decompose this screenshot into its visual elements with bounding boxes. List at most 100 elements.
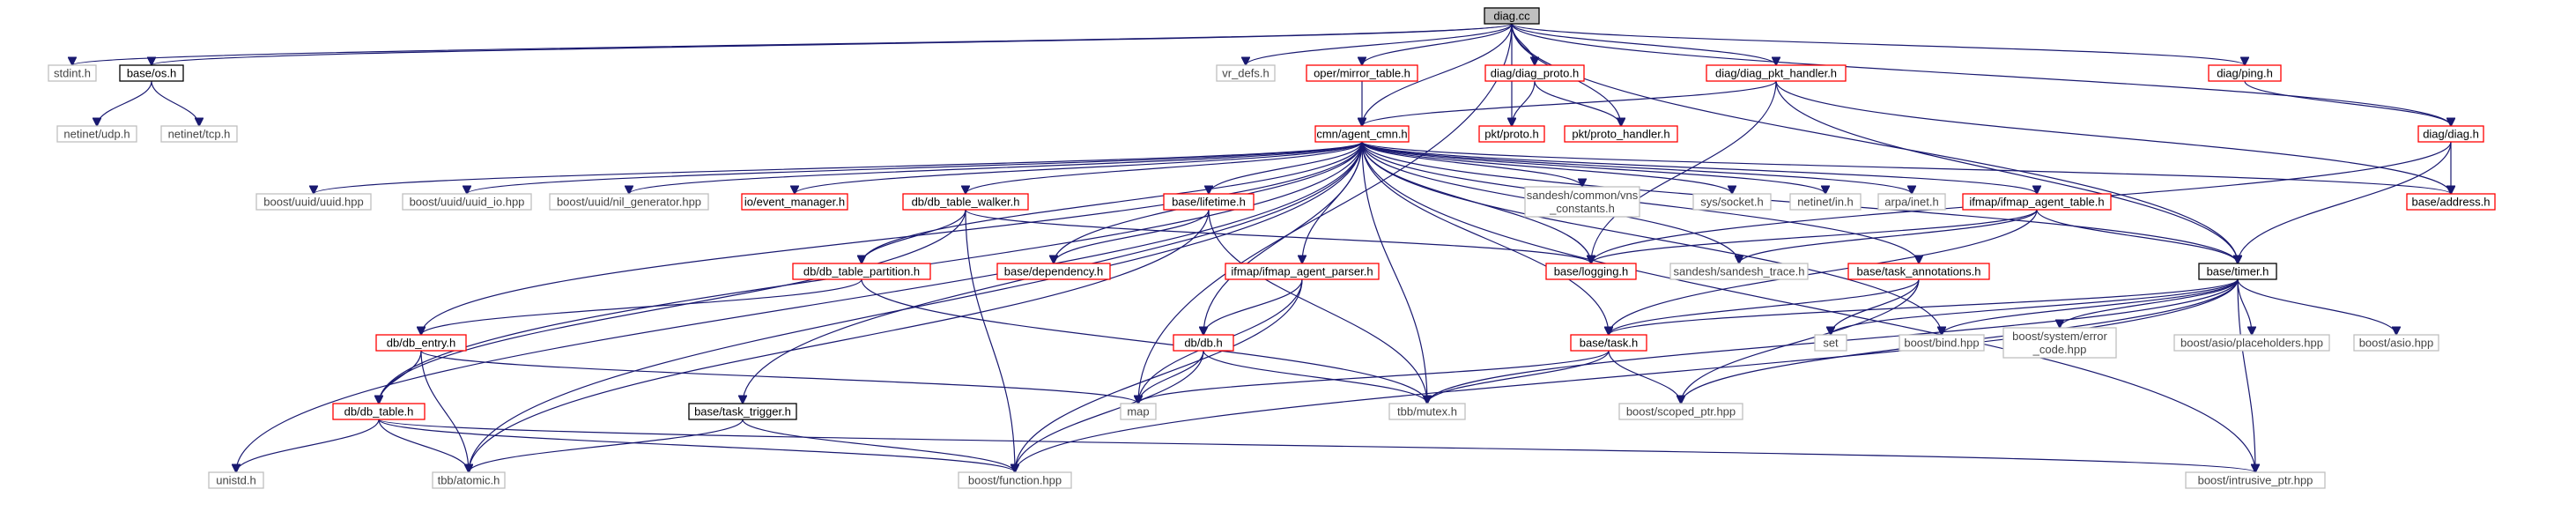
node-db-table-walker[interactable]: db/db_table_walker.h: [902, 193, 1029, 211]
node-box: [549, 193, 709, 211]
node-label: tbb/atomic.h: [438, 474, 500, 487]
node-box: [208, 471, 264, 489]
node-box: [902, 193, 1029, 211]
node-db-table[interactable]: db/db_table.h: [332, 403, 426, 420]
node-dependency[interactable]: base/dependency.h: [996, 263, 1111, 280]
edge-agent-cmn-to-ifmap-agent-parser: [1302, 141, 1363, 263]
node-ping[interactable]: diag/ping.h: [2208, 64, 2282, 82]
node-task-annotations[interactable]: base/task_annotations.h: [1847, 263, 1990, 280]
node-box: [2198, 263, 2277, 280]
edge-diag-pkt-handler-to-timer: [1775, 80, 2238, 263]
edge-diag-pkt-handler-to-logging: [1591, 80, 1777, 263]
node-lifetime[interactable]: base/lifetime.h: [1163, 193, 1255, 211]
edge-agent-cmn-to-bind: [1361, 141, 1942, 335]
edge-lifetime-to-dependency: [1054, 209, 1210, 263]
node-label: base/timer.h: [2207, 265, 2269, 278]
node-uuid: boost/uuid/uuid.hpp: [255, 193, 372, 211]
node-label: base/task.h: [1580, 337, 1639, 350]
node-mirror-table[interactable]: oper/mirror_table.h: [1306, 64, 1418, 82]
node-address[interactable]: base/address.h: [2406, 193, 2496, 211]
edge-task-to-tbb-mutex: [1427, 350, 1610, 404]
node-ifmap-agent-parser[interactable]: ifmap/ifmap_agent_parser.h: [1225, 263, 1380, 280]
node-db-table-partition[interactable]: db/db_table_partition.h: [792, 263, 931, 280]
node-task[interactable]: base/task.h: [1570, 334, 1647, 352]
node-box: [1478, 125, 1545, 143]
node-label: sandesh/sandesh_trace.h: [1674, 265, 1805, 278]
node-label: base/dependency.h: [1004, 265, 1104, 278]
edge-db-entry-to-db-table: [379, 350, 422, 404]
node-box: [741, 193, 848, 211]
edge-db-h-to-function: [1015, 350, 1204, 472]
node-box: [1524, 186, 1640, 218]
node-sandesh-trace: sandesh/sandesh_trace.h: [1669, 263, 1809, 280]
node-box: [1899, 334, 1985, 352]
node-box: [1306, 64, 1418, 82]
node-box: [1570, 334, 1647, 352]
edge-db-table-partition-to-tbb-mutex: [861, 278, 1427, 404]
edge-db-entry-to-tbb-atomic: [420, 350, 469, 472]
node-placeholders: boost/asio/placeholders.hpp: [2173, 334, 2330, 352]
node-netinet-tcp: netinet/tcp.h: [160, 125, 238, 143]
node-box: [1120, 403, 1157, 420]
node-db-entry[interactable]: db/db_entry.h: [375, 334, 467, 352]
node-box: [432, 471, 506, 489]
node-asio: boost/asio.hpp: [2353, 334, 2439, 352]
edge-task-annotations-to-task: [1609, 278, 1920, 335]
edge-timer-to-bind: [1942, 278, 2239, 335]
node-diag-proto[interactable]: diag/diag_proto.h: [1484, 64, 1585, 82]
node-proto-handler[interactable]: pkt/proto_handler.h: [1564, 125, 1678, 143]
edge-diag-cc-to-vr-defs: [1246, 23, 1513, 65]
node-set: set: [1814, 334, 1847, 352]
edge-task-to-scoped-ptr: [1608, 350, 1681, 404]
node-label: diag/diag_proto.h: [1491, 67, 1579, 80]
node-box: [1545, 263, 1637, 280]
edge-timer-to-asio: [2237, 278, 2396, 335]
edge-diag-cc-to-stdint: [72, 23, 1513, 65]
node-tbb-atomic: tbb/atomic.h: [432, 471, 506, 489]
edge-ifmap-agent-table-to-logging: [1591, 209, 2038, 263]
node-db-h[interactable]: db/db.h: [1173, 334, 1234, 352]
edge-lifetime-to-tbb-atomic: [469, 209, 1210, 472]
edge-diag-h-to-timer: [2238, 141, 2452, 263]
edge-db-table-to-function: [378, 419, 1015, 472]
node-label: cmn/agent_cmn.h: [1316, 128, 1407, 141]
node-label: arpa/inet.h: [1884, 196, 1938, 209]
node-diag-h[interactable]: diag/diag.h: [2417, 125, 2484, 143]
node-event-manager[interactable]: io/event_manager.h: [741, 193, 848, 211]
edge-agent-cmn-to-task-annotations: [1361, 141, 1919, 263]
node-label: base/task_annotations.h: [1857, 265, 1981, 278]
edge-db-table-walker-to-logging: [965, 209, 1591, 263]
node-stdint: stdint.h: [48, 64, 97, 82]
node-ifmap-agent-table[interactable]: ifmap/ifmap_agent_table.h: [1962, 193, 2112, 211]
edge-agent-cmn-to-intrusive-ptr: [1361, 141, 2255, 472]
node-diag-cc[interactable]: diag.cc: [1484, 7, 1540, 25]
node-socket: sys/socket.h: [1692, 193, 1772, 211]
edge-diag-cc-to-diag-h: [1511, 23, 2451, 126]
node-task-trigger[interactable]: base/task_trigger.h: [688, 403, 797, 420]
node-pkt-proto[interactable]: pkt/proto.h: [1478, 125, 1545, 143]
node-box: [1564, 125, 1678, 143]
node-label: boost/bind.hpp: [1904, 337, 1979, 350]
node-box: [2417, 125, 2484, 143]
node-label: boost/uuid/uuid_io.hpp: [410, 196, 525, 209]
node-box: [1484, 7, 1540, 25]
node-label: stdint.h: [54, 67, 91, 80]
node-arpa-inet: arpa/inet.h: [1877, 193, 1946, 211]
edge-timer-to-function: [1015, 278, 2239, 472]
node-label: map: [1127, 405, 1149, 419]
node-box: [2406, 193, 2496, 211]
node-os[interactable]: base/os.h: [119, 64, 184, 82]
node-box: [2002, 327, 2117, 359]
node-diag-pkt-handler[interactable]: diag/diag_pkt_handler.h: [1706, 64, 1847, 82]
node-timer[interactable]: base/timer.h: [2198, 263, 2277, 280]
edge-agent-cmn-to-vns-constants: [1361, 141, 1582, 187]
node-agent-cmn[interactable]: cmn/agent_cmn.h: [1314, 125, 1410, 143]
node-label: boost/uuid/nil_generator.hpp: [557, 196, 701, 209]
edge-diag-cc-to-mirror-table: [1362, 23, 1513, 65]
node-box: [1847, 263, 1990, 280]
edge-diag-cc-to-os: [152, 23, 1513, 65]
node-label: boost/function.hpp: [968, 474, 1062, 487]
node-logging[interactable]: base/logging.h: [1545, 263, 1637, 280]
